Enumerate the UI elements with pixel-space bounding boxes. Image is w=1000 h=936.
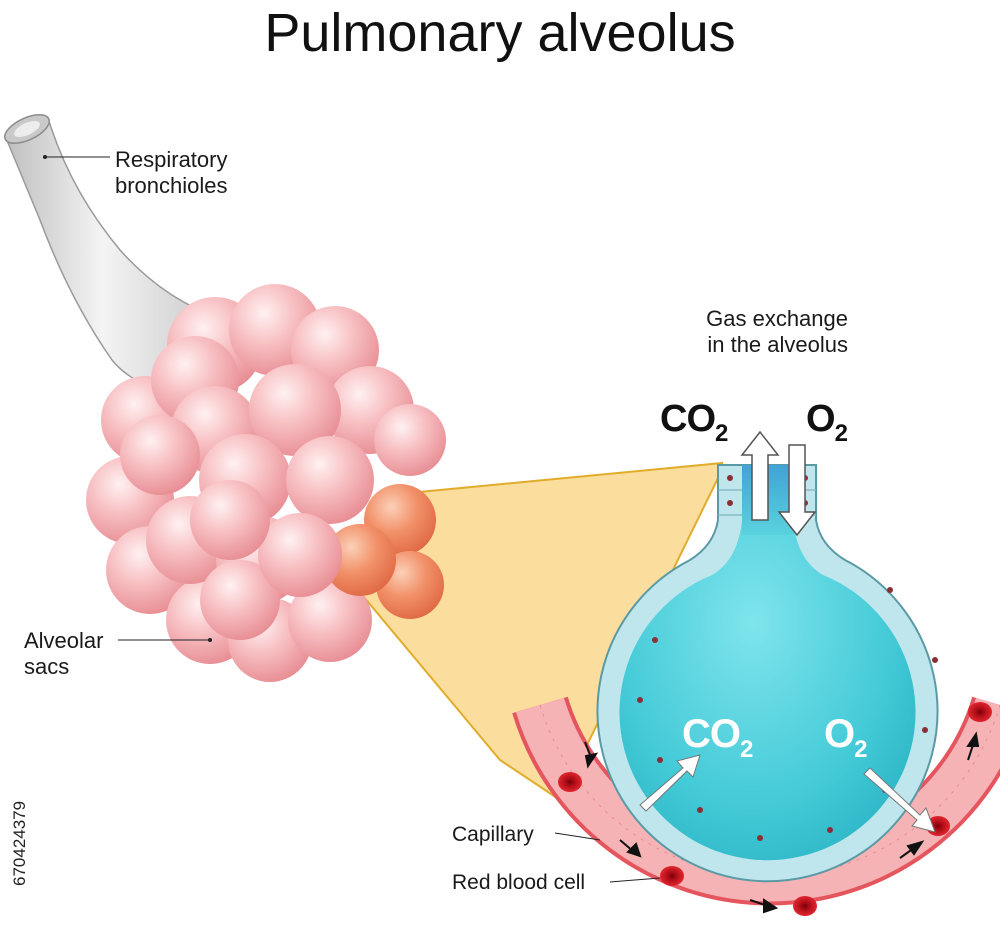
top-exchange-arrows (740, 430, 817, 537)
label-o2-top: O2 (806, 398, 848, 447)
label-co2-inner: CO2 (682, 712, 753, 763)
leader-lines (45, 156, 661, 883)
red-blood-cells (558, 702, 992, 916)
label-capillary: Capillary (452, 823, 534, 846)
co2-diffusion-arrow (639, 754, 701, 812)
inner-exchange-arrows (639, 754, 936, 833)
label-respiratory-bronchioles: Respiratory bronchioles (115, 147, 228, 198)
diagram-title: Pulmonary alveolus (264, 3, 736, 63)
co2-out-arrow (740, 430, 780, 521)
blood-flow-arrows (584, 731, 980, 914)
stock-id-watermark: 670424379 (10, 800, 29, 886)
o2-diffusion-arrow (863, 767, 936, 833)
o2-in-arrow (777, 444, 817, 537)
label-co2-top: CO2 (660, 398, 728, 447)
label-gas-exchange: Gas exchange in the alveolus (706, 306, 848, 357)
label-alveolar-sacs: Alveolar sacs (24, 628, 104, 679)
alveolar-sacs-cluster (86, 284, 446, 682)
label-o2-inner: O2 (824, 712, 868, 763)
label-red-blood-cell: Red blood cell (452, 871, 586, 894)
